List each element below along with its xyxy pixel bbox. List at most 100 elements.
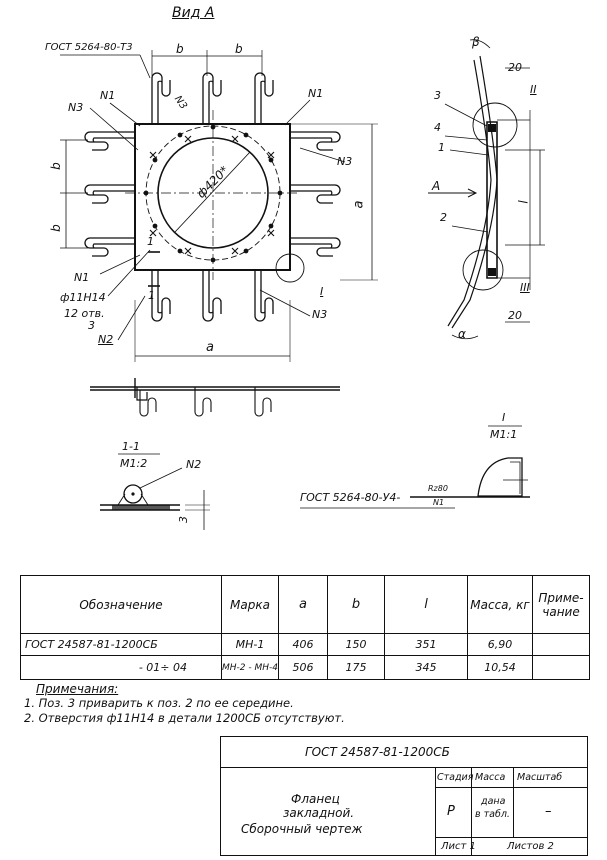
anchor-bottom-2 <box>202 270 222 322</box>
label-n3-left: N3 <box>68 101 84 114</box>
dim-l-side: l <box>516 200 531 204</box>
anchor-bottom-3 <box>254 270 274 322</box>
beta-label: β <box>472 35 480 49</box>
title-name-2: закладной. <box>283 806 355 820</box>
title-block: ГОСТ 24587-81-1200СБ Фланец закладной. С… <box>220 736 588 856</box>
cell: 406 <box>278 633 328 656</box>
dim-b-left-2: b <box>48 224 63 232</box>
cell: 6,90 <box>467 633 533 656</box>
col-mark: Марка <box>221 575 279 634</box>
label-n1-top-right: N1 <box>308 87 324 100</box>
cell: - 01÷ 04 <box>20 655 222 680</box>
cell: 10,54 <box>467 655 533 680</box>
pos-1-label-side: 1 <box>438 141 445 154</box>
cell: 351 <box>384 633 468 656</box>
node-III-circle <box>462 249 504 291</box>
dim-a-bottom: a <box>206 340 214 355</box>
table-row: ГОСТ 24587-81-1200СБ МН-1 406 150 351 6,… <box>20 633 590 656</box>
notes-title: Примечания: <box>36 682 119 696</box>
pos-3-label-left: 3 <box>88 319 95 332</box>
mass-header: Масса <box>475 772 506 783</box>
dim-20-top: 20 <box>508 61 522 74</box>
alpha-label: α <box>458 327 466 341</box>
pos-1-label-plan: 1 <box>148 289 155 302</box>
pos-4-label-side: 4 <box>434 121 441 134</box>
view-title: Вид А <box>172 5 215 21</box>
pos-3-label-side: 3 <box>434 89 441 102</box>
pos-1-label-plan-2: 1 <box>147 235 154 248</box>
label-n1-top-left: N1 <box>100 89 116 102</box>
title-name-3: Сборочный чертеж <box>241 822 363 836</box>
weld-standard-bottom: ГОСТ 5264-80-У4- <box>300 491 401 504</box>
node-II-ref: II <box>530 83 537 96</box>
mass-value-1: дана <box>481 796 506 807</box>
col-mass: Масса, кг <box>467 575 533 634</box>
anchor-left-1 <box>84 131 135 151</box>
cell: МН-1 <box>221 633 279 656</box>
stage-value: Р <box>447 804 455 819</box>
mass-value-2: в табл. <box>475 809 510 820</box>
col-note: Приме-чание <box>532 575 590 634</box>
weld-standard-top: ГОСТ 5264-80-Т3 <box>45 42 133 53</box>
table-row: - 01÷ 04 МН-2 - МН-4 506 175 345 10,54 <box>20 655 590 680</box>
note-2: 2. Отверстия ф11Н14 в детали 1200СБ отсу… <box>24 711 345 725</box>
cell: ГОСТ 24587-81-1200СБ <box>20 633 222 656</box>
section-label: 1-1 <box>122 440 140 453</box>
node-I-detail <box>477 457 523 497</box>
label-n3-bottom: N3 <box>312 308 328 321</box>
rod-section <box>123 484 143 504</box>
flange-plate <box>134 123 291 271</box>
dim-20-bottom: 20 <box>508 309 522 322</box>
col-designation: Обозначение <box>20 575 222 634</box>
anchor-top-2 <box>202 72 222 124</box>
dim-a-right: a <box>351 200 367 209</box>
section-scale: М1:2 <box>120 457 148 470</box>
note-1: 1. Поз. 3 приварить к поз. 2 по ее серед… <box>24 696 294 710</box>
cell <box>532 655 590 680</box>
table-header-row: Обозначение Марка a b l Масса, кг Приме-… <box>20 575 590 634</box>
roughness-n1: N1 <box>433 498 445 507</box>
scale-header: Масштаб <box>517 772 563 783</box>
cell: 345 <box>384 655 468 680</box>
cell: 150 <box>327 633 385 656</box>
specification-table: Обозначение Марка a b l Масса, кг Приме-… <box>20 575 590 680</box>
dim-b-top-2: b <box>235 42 243 56</box>
cell: МН-2 - МН-4 <box>221 655 279 680</box>
dim-b-top-1: b <box>176 42 184 56</box>
anchor-right-1 <box>290 131 341 151</box>
anchor-top-1 <box>151 72 171 124</box>
label-n2: N2 <box>98 333 114 346</box>
hole-count-label: 12 отв. <box>64 307 105 320</box>
node-III-ref: III <box>520 281 530 294</box>
sheet-count: Листов 2 <box>507 841 554 852</box>
weld-marks <box>149 135 275 255</box>
anchor-top-3 <box>254 72 274 124</box>
title-name-1: Фланец <box>291 792 340 806</box>
anchor-right-2 <box>290 184 341 204</box>
node-detail-scale: М1:1 <box>490 428 518 441</box>
dim-3-label: 3 <box>177 516 190 523</box>
node-II-circle <box>472 102 518 148</box>
cell <box>532 633 590 656</box>
dim-b-left-1: b <box>48 162 63 170</box>
anchor-left-2 <box>84 184 135 204</box>
label-n1-bottom: N1 <box>74 271 90 284</box>
label-n3-right: N3 <box>337 155 353 168</box>
anchor-bottom-1 <box>151 270 171 322</box>
cell: 506 <box>278 655 328 680</box>
anchor-left-3 <box>84 237 135 257</box>
hole-spec-label: ф11Н14 <box>60 291 106 304</box>
sheet-number: Лист 1 <box>441 841 476 852</box>
col-a: a <box>278 575 328 634</box>
roughness-label: Rz80 <box>428 484 448 493</box>
scale-value: – <box>545 804 552 819</box>
view-arrow-A: А <box>432 179 441 193</box>
node-detail-label: I <box>502 411 506 424</box>
section-n2-label: N2 <box>186 458 202 471</box>
node-I-circle <box>275 253 305 283</box>
col-b: b <box>327 575 385 634</box>
title-doc-code: ГОСТ 24587-81-1200СБ <box>305 745 450 759</box>
pos-2-label-side: 2 <box>440 211 447 224</box>
anchor-right-3 <box>290 237 341 257</box>
col-l: l <box>384 575 468 634</box>
